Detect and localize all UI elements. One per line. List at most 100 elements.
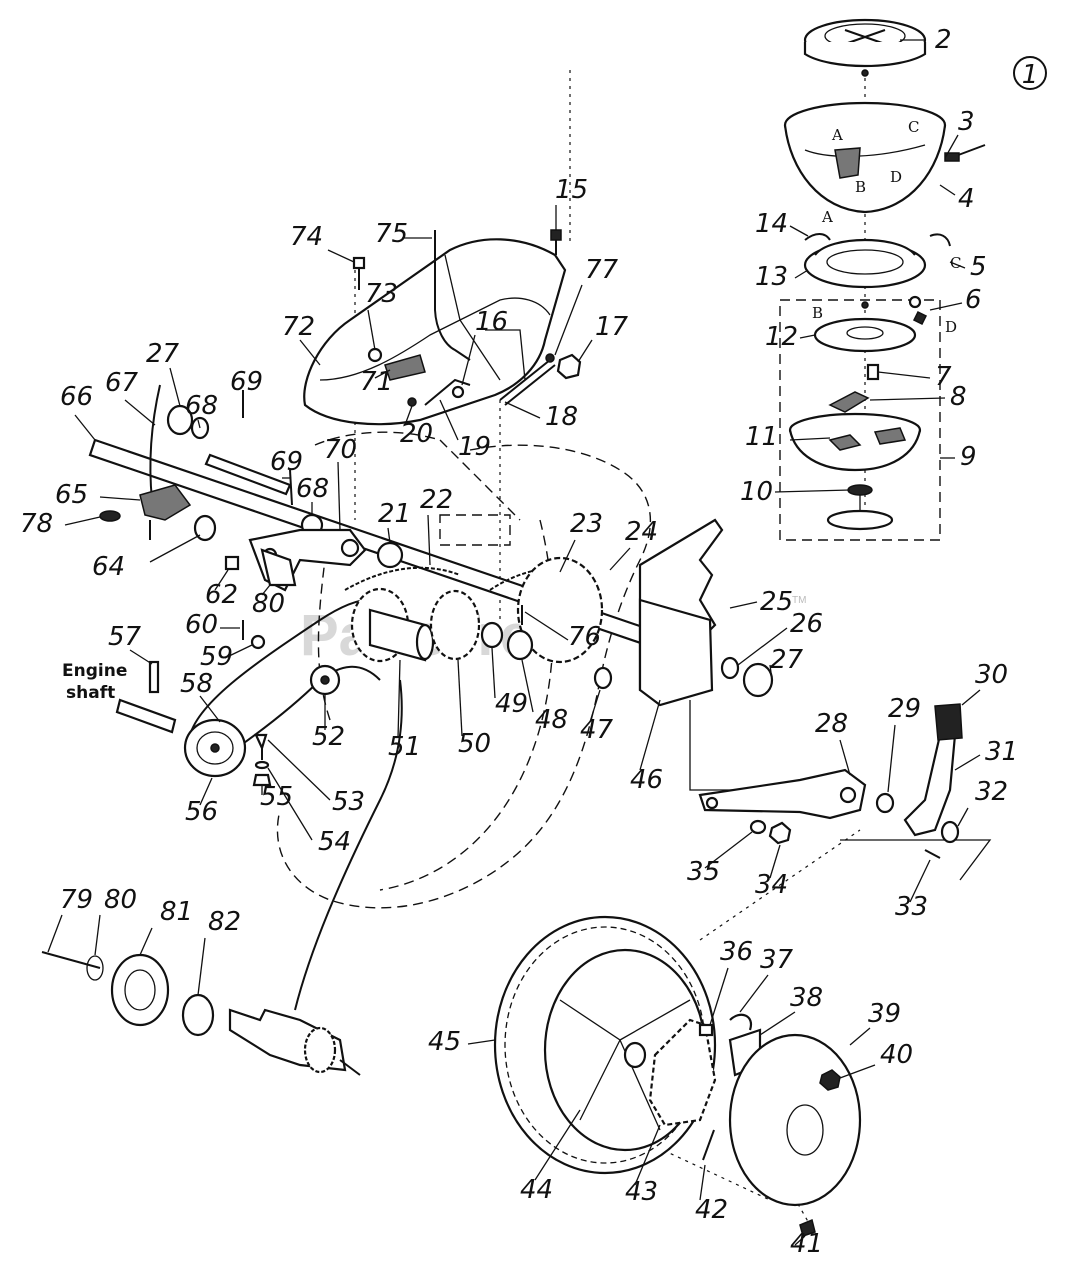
leader-line-30 — [961, 689, 981, 706]
part-bolt-15 — [550, 229, 562, 255]
part-label-59: 59 — [200, 642, 233, 672]
leader-line-57 — [129, 649, 153, 665]
part-grip-30 — [934, 703, 963, 741]
leader-line-12 — [799, 334, 816, 339]
part-label-40: 40 — [880, 1040, 913, 1070]
leader-line-24 — [609, 547, 631, 571]
part-label-68: 68 — [296, 474, 329, 504]
part-key-57 — [148, 660, 160, 694]
leader-line-33 — [909, 859, 931, 903]
part-label-69: 69 — [230, 367, 263, 397]
leader-line-67 — [124, 399, 156, 426]
part-washer-16 — [451, 385, 465, 399]
leader-line-49 — [491, 647, 496, 699]
leader-line-68 — [197, 419, 201, 429]
letter-a-upper: A — [831, 126, 843, 144]
engine-shaft-text: Engine shaft — [62, 661, 133, 703]
part-label-76: 76 — [568, 622, 601, 652]
part-label-71: 71 — [360, 367, 393, 397]
leader-line-32 — [957, 807, 969, 827]
leader-line-58 — [199, 695, 221, 723]
leader-line-39 — [849, 1027, 871, 1046]
part-label-42: 42 — [695, 1195, 728, 1225]
leader-line-71 — [374, 369, 391, 379]
part-label-10: 10 — [740, 477, 773, 507]
leader-line-38 — [759, 1011, 796, 1036]
part-ring-80 — [86, 955, 104, 981]
part-rail-18 — [499, 359, 556, 406]
leader-line-18 — [504, 401, 541, 419]
figure-number-text: 1 — [1022, 60, 1039, 90]
part-label-70: 70 — [324, 435, 357, 465]
leader-line-27 — [769, 664, 773, 681]
part-washer-26 — [720, 656, 740, 680]
belt-cover-assembly — [303, 229, 582, 426]
part-label-26: 26 — [790, 609, 823, 639]
part-label-12: 12 — [765, 322, 798, 352]
part-label-15: 15 — [555, 175, 588, 205]
part-screw-73 — [367, 347, 383, 363]
part-housing — [783, 101, 947, 214]
leader-line-20 — [404, 405, 413, 426]
part-label-50: 50 — [458, 729, 491, 759]
leader-line-47 — [589, 689, 601, 723]
part-hubcap-39 — [728, 1033, 862, 1207]
part-label-36: 36 — [720, 937, 753, 967]
part-label-35: 35 — [687, 857, 720, 887]
leader-line-31 — [954, 754, 981, 771]
part-pin-42 — [702, 1129, 715, 1161]
leader-line-7 — [877, 371, 931, 379]
leader-line-80 — [94, 914, 101, 956]
part-label-31: 31 — [985, 737, 1018, 767]
part-bushing-64 — [193, 514, 217, 542]
part-axle-69 — [204, 453, 292, 496]
leader-line-6 — [929, 302, 963, 311]
part-washer-47 — [593, 666, 613, 690]
part-bolt-20 — [407, 397, 417, 407]
part-washer-35 — [749, 819, 767, 835]
part-label-78: 78 — [20, 509, 53, 539]
part-label-18: 18 — [545, 402, 578, 432]
part-label-57: 57 — [108, 622, 142, 652]
leader-line-79 — [47, 914, 63, 953]
leader-line-10 — [774, 489, 851, 493]
leader-line-66 — [74, 414, 96, 441]
part-pan — [788, 412, 922, 472]
part-engine-shaft — [115, 698, 177, 734]
part-label-37: 37 — [760, 945, 794, 975]
part-label-2: 2 — [935, 25, 952, 55]
leader-line-23 — [559, 539, 576, 573]
part-label-66: 66 — [60, 382, 93, 412]
leader-line-28 — [839, 739, 851, 776]
part-bushing-29 — [875, 792, 895, 814]
part-sprocket-50 — [429, 589, 481, 661]
part-bushing-27b — [742, 662, 774, 698]
part-label-33: 33 — [895, 892, 928, 922]
part-label-65: 65 — [55, 480, 88, 510]
part-label-53: 53 — [332, 787, 365, 817]
part-spring-37 — [729, 1013, 753, 1031]
leader-line-26 — [737, 627, 788, 666]
part-pulley-81 — [110, 953, 170, 1027]
part-nut-10 — [826, 484, 894, 531]
part-label-44: 44 — [520, 1175, 553, 1205]
letter-d-lower: D — [945, 318, 957, 336]
part-label-39: 39 — [868, 999, 901, 1029]
leader-line-76 — [524, 611, 569, 641]
part-bolt-53 — [254, 733, 268, 752]
leader-line-51 — [397, 659, 401, 739]
leader-line-17 — [577, 339, 593, 363]
part-label-11: 11 — [745, 422, 778, 452]
leader-line-53 — [267, 739, 331, 801]
part-lever-8 — [828, 391, 870, 413]
leader-line-78 — [64, 516, 101, 526]
part-nut-77 — [545, 353, 555, 363]
part-label-72: 72 — [282, 312, 315, 342]
part-label-49: 49 — [495, 689, 528, 719]
part-label-14: 14 — [755, 209, 788, 239]
part-label-45: 45 — [428, 1027, 461, 1057]
leader-line-56 — [199, 777, 213, 806]
part-bushing-48 — [506, 629, 534, 661]
part-spring-14 — [804, 233, 831, 241]
